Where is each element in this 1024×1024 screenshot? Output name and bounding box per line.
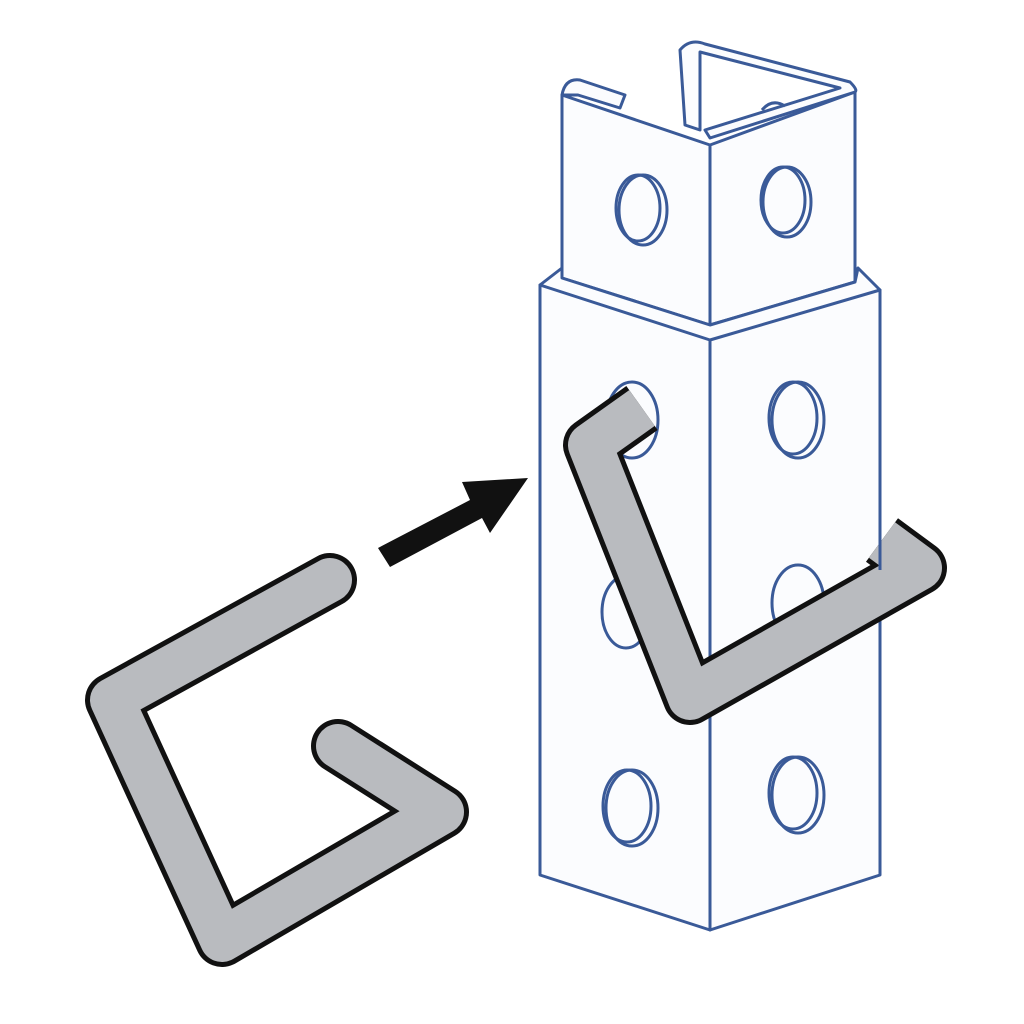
channel-insert-icon	[560, 40, 858, 327]
hook-clip-icon	[563, 386, 947, 725]
hook-clip-icon	[85, 553, 469, 967]
arrow-icon	[378, 478, 528, 567]
